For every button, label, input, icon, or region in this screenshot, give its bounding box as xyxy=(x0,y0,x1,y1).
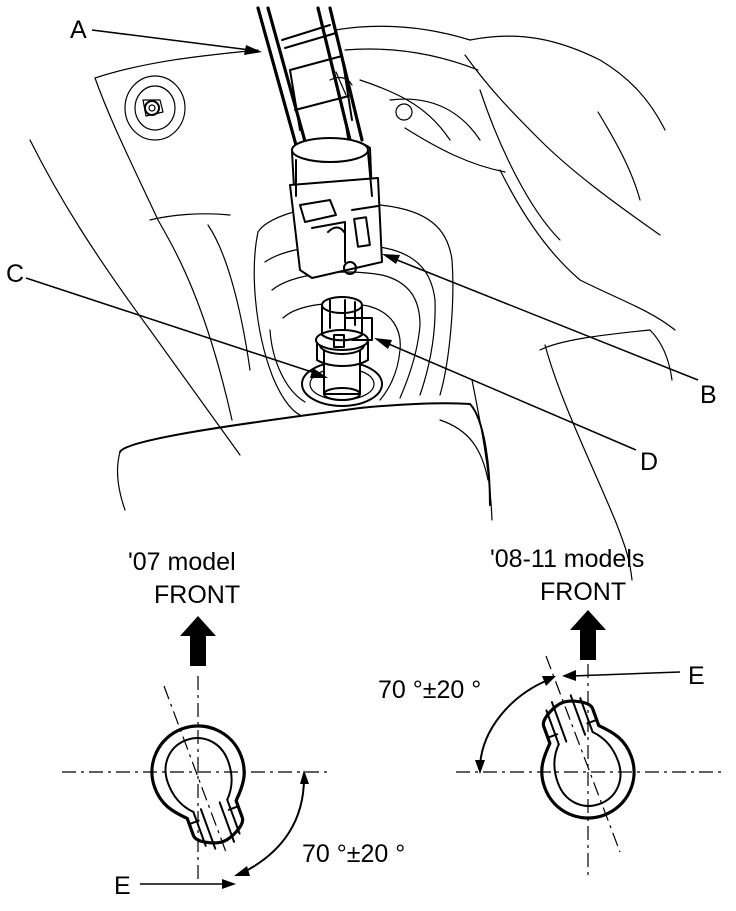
callout-d: D xyxy=(640,448,658,476)
left-front-arrow-icon xyxy=(180,616,216,666)
left-orientation-view: '07 model FRONT 70 °±20 ° E xyxy=(62,548,405,900)
callout-e-left: E xyxy=(114,872,131,900)
left-model-label: '07 model xyxy=(128,548,236,576)
callout-a: A xyxy=(70,16,87,44)
left-angle-label: 70 °±20 ° xyxy=(302,840,405,868)
right-front-arrow-icon xyxy=(570,610,606,660)
dash-panel-outline xyxy=(119,402,491,506)
body-panel-outline xyxy=(29,25,676,581)
callout-c: C xyxy=(6,260,24,288)
right-model-label: '08-11 models xyxy=(490,545,644,573)
left-front-label: FRONT xyxy=(154,581,240,609)
left-angle-arc xyxy=(239,777,305,875)
steering-column-shaft xyxy=(256,6,383,279)
right-orientation-view: '08-11 models FRONT 70 °±20 ° E xyxy=(378,545,722,876)
pinion-shaft xyxy=(315,296,373,401)
callout-b: B xyxy=(700,381,717,409)
callout-e-right: E xyxy=(688,662,705,690)
right-front-label: FRONT xyxy=(540,578,626,606)
steering-column-illustration xyxy=(29,6,676,581)
right-yoke-outline xyxy=(540,694,636,820)
right-angle-label: 70 °±20 ° xyxy=(378,676,481,704)
dash-panel-edge xyxy=(116,451,126,511)
right-angle-arc xyxy=(479,679,549,767)
callout-leaders xyxy=(25,29,699,451)
left-yoke-outline xyxy=(150,724,246,850)
